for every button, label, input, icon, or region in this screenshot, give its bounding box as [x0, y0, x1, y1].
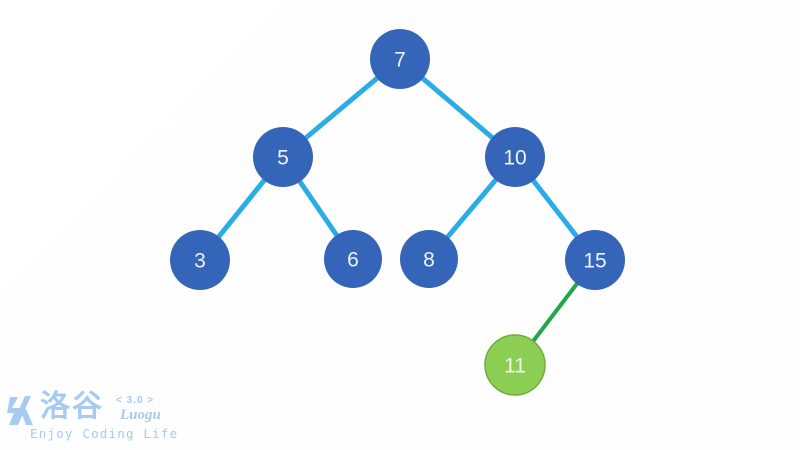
tree-node[interactable]: 3 — [170, 230, 230, 290]
tree-node-label: 3 — [194, 250, 206, 273]
watermark-romaji-text: Luogu — [120, 407, 161, 423]
tree-node[interactable]: 6 — [324, 230, 382, 288]
tree-node[interactable]: 7 — [370, 29, 430, 89]
tree-node-label: 11 — [504, 355, 526, 378]
luogu-logo-mark-icon — [7, 396, 33, 425]
tree-node-label: 7 — [394, 49, 406, 72]
tree-node-circle — [324, 230, 382, 288]
tree-node-label: 5 — [277, 147, 289, 170]
watermark-version-text: < 3.0 > — [116, 395, 155, 406]
watermark-han-text: 洛谷 — [40, 389, 104, 424]
tree-node-circle — [170, 230, 230, 290]
tree-node[interactable]: 11 — [484, 334, 546, 396]
tree-node-label: 8 — [423, 249, 435, 272]
tree-node-circle — [485, 127, 545, 187]
luogu-watermark: 洛谷 < 3.0 > Luogu Enjoy Coding Life — [4, 390, 184, 446]
tree-node-circle — [565, 230, 625, 290]
watermark-tagline-text: Enjoy Coding Life — [30, 426, 179, 441]
tree-node-circle — [370, 29, 430, 89]
tree-node-label: 10 — [503, 147, 526, 170]
edges-layer — [197, 56, 598, 367]
tree-node[interactable]: 8 — [400, 230, 458, 288]
tree-node-circle — [484, 334, 546, 396]
tree-node-circle — [400, 230, 458, 288]
nodes-layer: 7 5 10 3 6 8 15 11 — [170, 29, 625, 396]
tree-node[interactable]: 15 — [565, 230, 625, 290]
tree-node[interactable]: 10 — [485, 127, 545, 187]
tree-node-label: 15 — [583, 250, 606, 273]
tree-node-label: 6 — [347, 249, 359, 272]
tree-node-circle — [253, 127, 313, 187]
tree-node[interactable]: 5 — [253, 127, 313, 187]
